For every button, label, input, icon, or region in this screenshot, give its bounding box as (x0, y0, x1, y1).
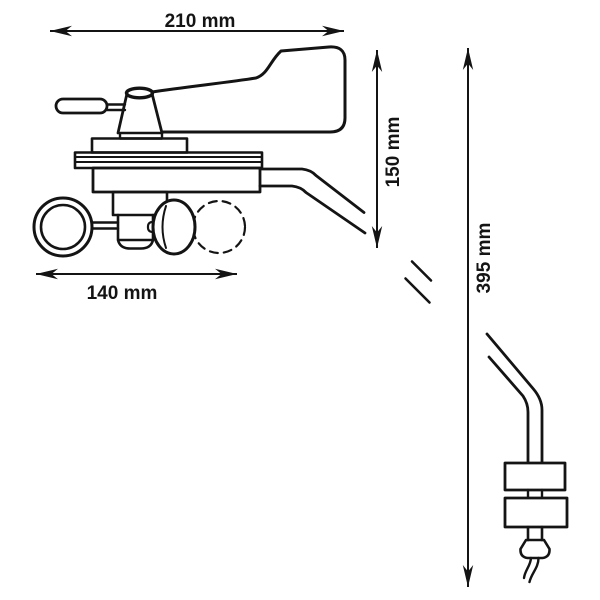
vane-hub-cone (116, 92, 164, 135)
flange-plate-lines (74, 156, 263, 163)
sensor-housing (91, 166, 262, 194)
lower-tube-left-wall (487, 355, 530, 465)
mount-tube-upper-wall (258, 167, 366, 214)
dimension-annotations (36, 25, 474, 587)
anemometer-cup-left-outer (32, 196, 94, 258)
wind-sensor-figure (32, 45, 433, 304)
mount-tube-lower-wall (258, 184, 367, 235)
body-upper-deck (90, 137, 189, 154)
clamp-block-upper (503, 461, 567, 492)
body-flange (73, 151, 264, 170)
cup-rim-line (161, 205, 167, 249)
ghost-cup-dashed-circle (191, 199, 247, 255)
cup-arm-left (88, 221, 120, 230)
sensor-cable (522, 556, 540, 584)
clamp-block-lower (503, 496, 569, 529)
dim-label-overall-width: 210 mm (165, 11, 236, 32)
dim-label-cup-span: 140 mm (87, 283, 158, 304)
dim-label-overall-height: 395 mm (474, 223, 495, 294)
gland-neck (526, 525, 544, 542)
cable-gland (519, 538, 551, 560)
vane-hub-top (124, 86, 155, 100)
tube-break-marks (404, 260, 433, 304)
rotor-hub (116, 213, 155, 250)
anemometer-cup-right (151, 198, 197, 256)
wind-vane-fin (150, 45, 347, 134)
vane-counterweight (54, 97, 109, 115)
lower-tube-right-wall (485, 332, 544, 465)
anemometer-cup-left-inner (39, 203, 87, 251)
dim-label-vane-height: 150 mm (383, 117, 404, 188)
mounting-bracket-figure (485, 332, 569, 584)
